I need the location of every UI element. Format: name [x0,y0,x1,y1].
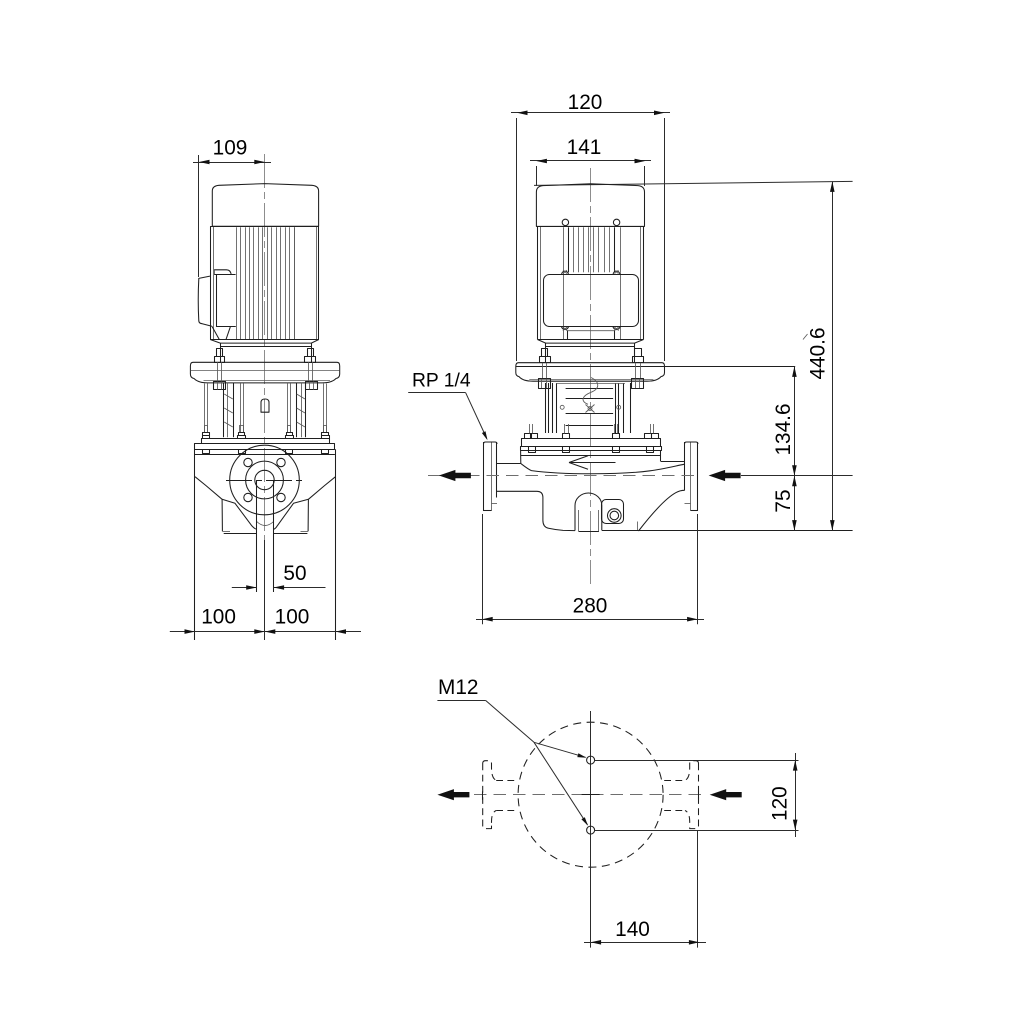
svg-text:280: 280 [573,594,608,617]
svg-text:RP 1/4: RP 1/4 [412,371,471,392]
svg-text:120: 120 [769,786,792,821]
svg-text:134.6: 134.6 [772,403,795,455]
svg-text:75: 75 [772,489,795,512]
svg-text:100: 100 [201,606,236,629]
svg-text:141: 141 [567,136,602,159]
svg-text:120: 120 [568,91,603,114]
svg-text:109: 109 [213,137,248,160]
svg-text:140: 140 [615,918,650,941]
svg-text:100: 100 [275,606,310,629]
svg-text:M12: M12 [438,676,478,699]
svg-text:50: 50 [283,562,306,585]
svg-text:440.6: 440.6 [806,327,829,379]
